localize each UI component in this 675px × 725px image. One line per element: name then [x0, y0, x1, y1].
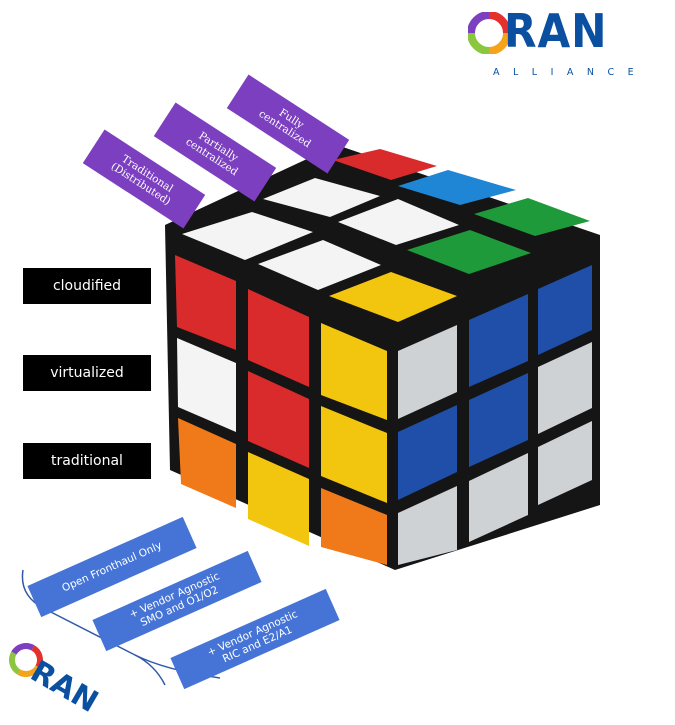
cube-top-face [182, 149, 590, 322]
level-virtualized: virtualized [23, 355, 151, 391]
oran-logo-bottom: RAN [6, 640, 131, 720]
logo-title: RAN [504, 4, 608, 58]
oran-alliance-logo: RAN ALLIANCE [468, 4, 673, 86]
level-traditional: traditional [23, 443, 151, 479]
cube-left-face [175, 255, 387, 565]
oran-ring-icon-bottom [9, 643, 43, 677]
oran-ring-icon [468, 12, 510, 54]
logo-subtitle: ALLIANCE [493, 67, 648, 78]
level-cloudified: cloudified [23, 268, 151, 304]
rubiks-cube-illustration [165, 145, 600, 570]
cube-right-face [398, 265, 592, 565]
